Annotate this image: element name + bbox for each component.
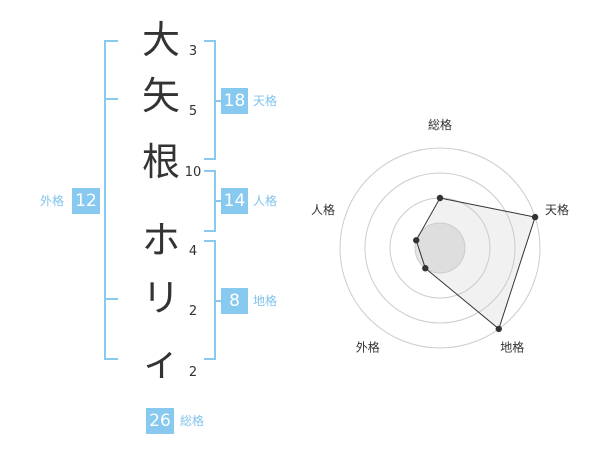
radar-point-1 [436, 194, 444, 202]
radar-point-2 [531, 213, 539, 221]
tenkaku-value: 18 [221, 88, 248, 114]
jinkaku-label: 人格 [253, 194, 278, 208]
chikaku-value: 8 [221, 288, 248, 314]
radar-axis-label-5: 人格 [311, 202, 335, 217]
radar-axis-label-4: 外格 [356, 340, 380, 355]
name-char-3: 根 [141, 140, 180, 184]
gaikaku-label: 外格 [40, 194, 65, 208]
radar-axis-label-2: 天格 [545, 202, 569, 217]
radar-point-5 [413, 237, 420, 244]
stroke-count-6: 2 [188, 365, 198, 380]
name-char-2: 矢 [141, 74, 180, 118]
stroke-count-2: 5 [188, 104, 198, 119]
tenkaku-label: 天格 [253, 94, 278, 108]
radar-point-3 [495, 325, 502, 333]
radar-data-polygon [415, 197, 536, 330]
jinkaku-value: 14 [221, 188, 248, 214]
radar-axis-label-1: 総格 [428, 117, 452, 132]
chikaku-label: 地格 [253, 294, 278, 308]
name-char-5: リ [141, 276, 180, 320]
radar-ring-4 [339, 147, 541, 349]
name-char-4: ホ [141, 218, 180, 262]
name-char-1: 大 [141, 18, 180, 62]
soukaku-label: 総格 [180, 414, 205, 428]
soukaku-value: 26 [146, 408, 174, 434]
radar-axis-label-3: 地格 [500, 340, 524, 355]
stroke-count-4: 4 [188, 244, 198, 259]
stroke-count-3: 10 [184, 165, 202, 180]
name-char-6: ィ [141, 340, 180, 384]
radar-ring-3 [364, 172, 516, 324]
stroke-count-5: 2 [188, 304, 198, 319]
stroke-count-1: 3 [188, 44, 198, 59]
radar-ring-1 [414, 222, 466, 274]
gaikaku-value: 12 [72, 188, 100, 214]
radar-point-4 [422, 265, 429, 272]
